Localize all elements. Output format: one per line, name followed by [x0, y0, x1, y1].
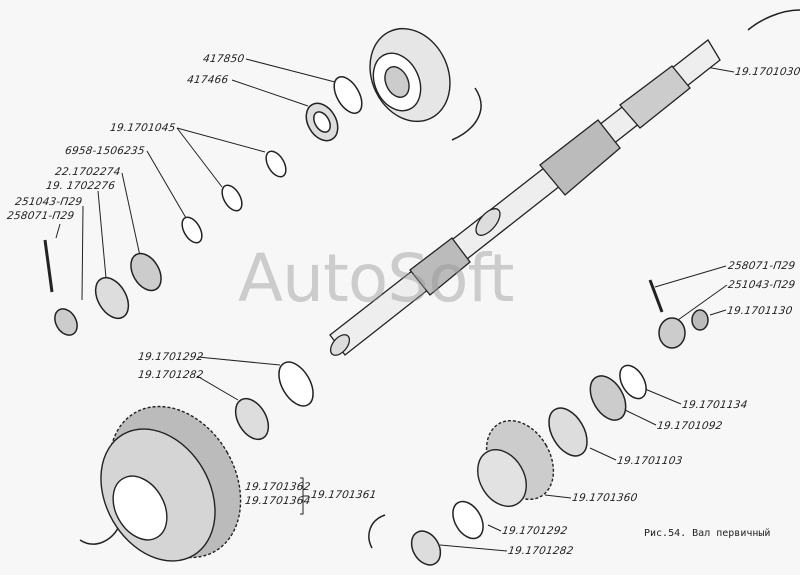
label-251043-p29-right: 251043-П29	[727, 279, 796, 291]
label-19-1701292-right: 19.1701292	[501, 525, 569, 537]
label-19-1701364: 19.1701364	[244, 495, 312, 507]
label-19-1701282-left: 19.1701282	[137, 369, 205, 381]
ball-bearing-top	[369, 27, 451, 123]
label-19-1701282-right: 19.1701282	[507, 545, 575, 557]
label-417850: 417850	[201, 53, 245, 65]
label-19-1701362: 19.1701362	[244, 481, 312, 493]
label-19-1701103: 19.1701103	[616, 455, 684, 467]
label-19-1702276: 19. 1702276	[45, 180, 116, 192]
gear-right	[477, 419, 555, 507]
gear-left	[100, 405, 242, 562]
label-19-1701030: 19.1701030	[734, 66, 800, 78]
label-19-1701130: 19.1701130	[726, 305, 794, 317]
label-417466: 417466	[185, 74, 229, 86]
watermark: AutoSoft	[238, 240, 514, 317]
primary-shaft	[329, 39, 721, 356]
label-19-1701360: 19.1701360	[571, 492, 639, 504]
label-19-1701361: 19.1701361	[310, 489, 378, 501]
label-19-1701092: 19.1701092	[656, 420, 724, 432]
label-258071-p29-left: 258071-П29	[6, 210, 75, 222]
label-22-1702274: 22.1702274	[53, 166, 121, 178]
label-19-1701292-left: 19.1701292	[137, 351, 205, 363]
figure-caption: Рис.54. Вал первичный	[644, 528, 771, 539]
label-251043-p29-left: 251043-П29	[14, 196, 83, 208]
label-258071-p29-right: 258071-П29	[727, 260, 796, 272]
rotation-arrow	[451, 87, 482, 141]
rings	[54, 76, 709, 566]
label-19-1701045: 19.1701045	[108, 122, 176, 134]
label-19-1701134: 19.1701134	[681, 399, 749, 411]
label-6958-1506235: 6958-1506235	[64, 145, 146, 157]
